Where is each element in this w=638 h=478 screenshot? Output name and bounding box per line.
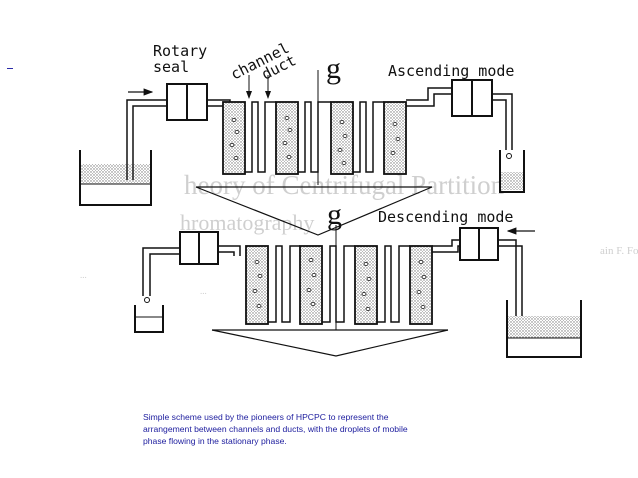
channel-group-ascending xyxy=(222,101,407,175)
label-rotary: Rotary xyxy=(153,42,207,60)
ghost-text-2: hromatography xyxy=(180,210,315,235)
figure-caption: Simple scheme used by the pioneers of HP… xyxy=(143,411,473,447)
caption-line-1: Simple scheme used by the pioneers of HP… xyxy=(143,412,389,422)
ghost-text-1: heory of Centrifugal Partition xyxy=(184,170,505,200)
caption-line-3: phase flowing in the stationary phase. xyxy=(143,436,287,446)
funnel-descending xyxy=(211,329,449,357)
right-reservoir-fill xyxy=(507,316,581,338)
label-descending-mode: Descending mode xyxy=(378,208,513,226)
right-collector-fill xyxy=(500,172,524,190)
ghost-text-3: ain F. Foucault xyxy=(600,245,638,257)
channel xyxy=(275,101,299,175)
channel xyxy=(222,101,246,175)
right-collector xyxy=(499,150,525,193)
ghost-text-4: ... xyxy=(80,270,87,280)
channel xyxy=(245,245,269,325)
left-reservoir xyxy=(79,150,152,206)
ascending-mode-diagram xyxy=(79,70,525,206)
label-g-bottom: g xyxy=(327,198,342,231)
label-ascending-mode: Ascending mode xyxy=(388,62,514,80)
funnel-ascending xyxy=(195,186,433,236)
channel xyxy=(299,245,323,325)
caption-line-2: arrangement between channels and ducts, … xyxy=(143,424,408,434)
channel xyxy=(354,245,378,325)
slide-dash-mark xyxy=(7,68,13,69)
left-reservoir-fill xyxy=(80,164,151,184)
label-g-top: g xyxy=(326,52,341,85)
channel xyxy=(409,245,433,325)
label-seal: seal xyxy=(153,58,189,76)
channel xyxy=(330,101,354,175)
duct-group-descending xyxy=(268,245,410,323)
duct-group-ascending xyxy=(245,101,384,173)
channel-group-descending xyxy=(245,245,433,325)
channel xyxy=(383,101,407,175)
inlet-tube xyxy=(126,99,167,180)
descending-mode-diagram xyxy=(134,225,582,358)
ghost-text-5: ... xyxy=(200,286,207,296)
right-reservoir xyxy=(506,300,582,358)
left-collector xyxy=(134,305,164,333)
